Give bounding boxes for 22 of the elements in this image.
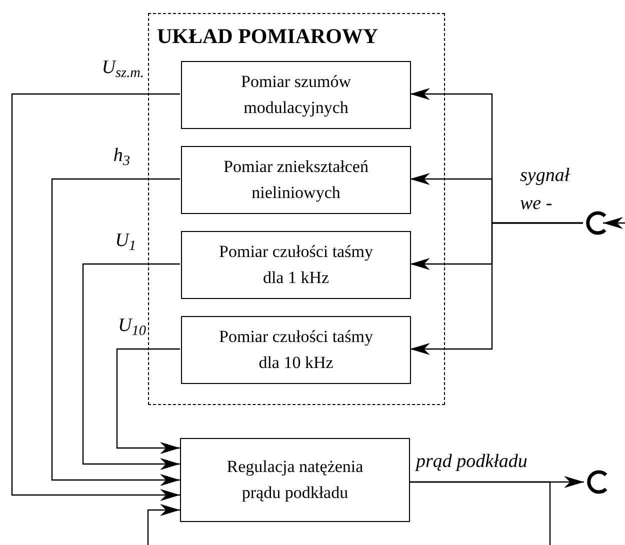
process-box: Pomiar szumów modulacyjnych — [181, 61, 411, 129]
dashed-group-frame — [148, 13, 445, 405]
arrow — [147, 504, 180, 545]
process-box: Regulacja natężenia prądu podkładu — [180, 438, 410, 522]
signal-label: U$_{sz.m.}$ — [100, 58, 144, 83]
signal-label: U$_{10}$ — [117, 316, 146, 341]
process-box: Pomiar czułości taśmy dla 1 kHz — [181, 231, 411, 299]
signal-label: U$_{1}$ — [114, 231, 136, 256]
arrow — [116, 348, 180, 454]
process-box: Pomiar zniekształceń nieliniowych — [181, 146, 411, 214]
arrow — [410, 222, 583, 355]
process-box: Pomiar czułości taśmy dla 10 kHz — [181, 316, 411, 384]
arrow — [603, 217, 625, 229]
signal-label: sygnał — [520, 166, 571, 188]
signal-label: we - — [520, 194, 554, 216]
connector-line — [410, 481, 551, 545]
arrow — [51, 178, 180, 486]
arrow — [82, 263, 180, 470]
signal-label: h$_{3}$ — [112, 146, 130, 171]
group-title: UKŁAD POMIAROWY — [157, 26, 378, 47]
signal-label: prąd podkładu — [416, 452, 528, 474]
arrow — [11, 93, 180, 501]
